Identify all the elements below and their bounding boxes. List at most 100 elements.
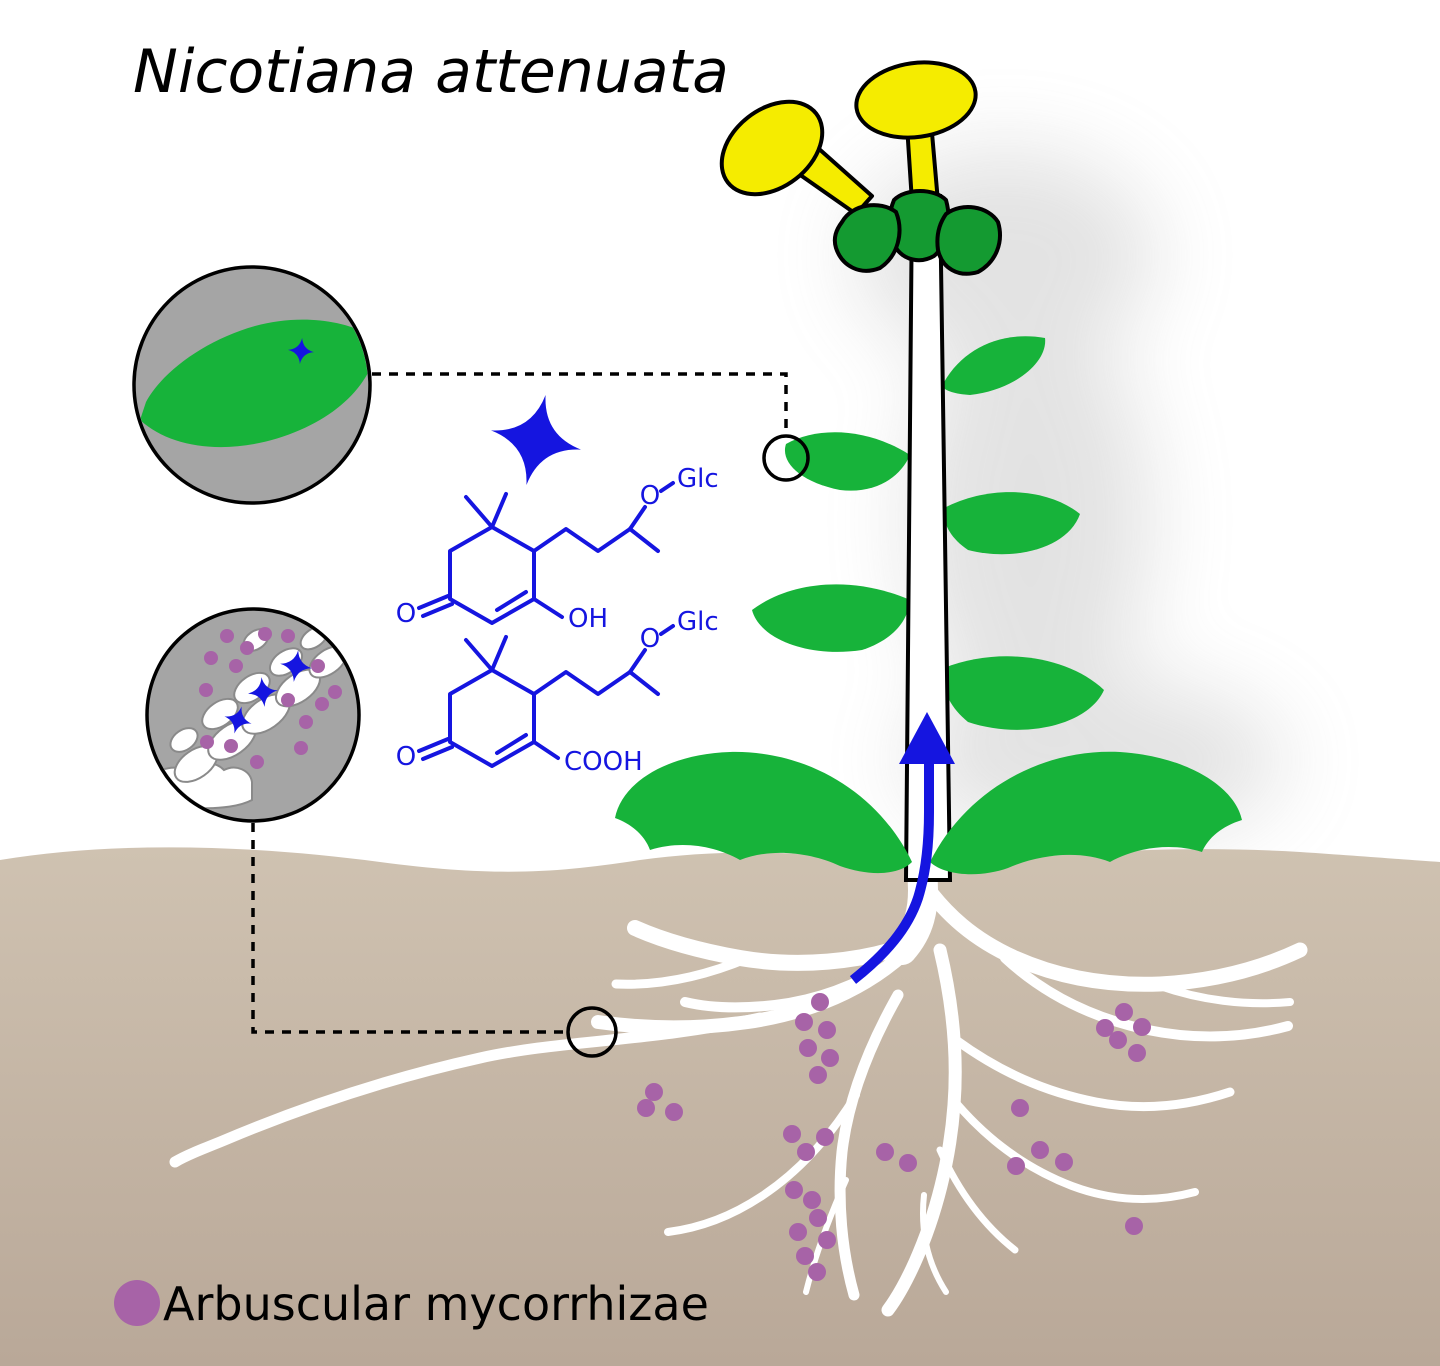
compound-double-bond <box>495 733 528 755</box>
mycorrhizae-dot <box>220 629 234 643</box>
root-branch <box>834 989 904 1301</box>
root-branch <box>1156 982 1294 1008</box>
mycorrhizae-dot <box>328 685 342 699</box>
flowers <box>719 60 978 216</box>
compound-gem-dimethyl <box>464 635 508 672</box>
sepal <box>832 203 902 273</box>
leaf <box>752 584 910 652</box>
leaf-cross-section <box>140 319 368 448</box>
mycorrhizae-dot <box>200 735 214 749</box>
ketone-o-label: O <box>396 742 416 772</box>
compound-glycoside-bond <box>628 505 647 531</box>
substituent-label: OH <box>568 604 608 634</box>
connector-root <box>251 823 566 1034</box>
zoom-marker-root <box>566 1006 618 1058</box>
flower-right <box>854 60 978 204</box>
ketone-o-label: O <box>396 599 416 629</box>
leaf-inset-content <box>140 319 368 448</box>
root-branch <box>912 870 1308 992</box>
connectors <box>251 372 810 1058</box>
compound-side-chain <box>532 670 632 696</box>
mycorrhizae-dot <box>299 715 313 729</box>
mycorrhizae-dot <box>811 993 829 1011</box>
compound-sugar-bond <box>659 624 675 636</box>
mycorrhizae-dot <box>816 1128 834 1146</box>
root-cell <box>169 727 199 753</box>
mycorrhizae-dot <box>789 1223 807 1241</box>
mycorrhizae-dot <box>1133 1018 1151 1036</box>
compound-gem-dimethyl <box>464 492 508 529</box>
leaf-inset <box>132 265 372 505</box>
root-system <box>169 857 1308 1317</box>
mycorrhizae-dot <box>199 683 213 697</box>
mycorrhizae-dot <box>281 693 295 707</box>
mycorrhizae-dots <box>637 993 1151 1281</box>
flower-left <box>719 99 874 216</box>
glycoside-o-label: O <box>640 481 660 511</box>
leaf <box>784 432 910 491</box>
flower-limb <box>719 99 825 197</box>
root-branch <box>611 953 753 989</box>
root-branch <box>680 955 901 1013</box>
root-branch <box>169 1012 766 1168</box>
basal-leaf-left <box>615 751 912 874</box>
mycorrhizae-dot <box>315 697 329 711</box>
mycorrhizae-dot <box>637 1099 655 1117</box>
root-inset-dots <box>199 627 342 769</box>
glycoside-o-label: O <box>640 624 660 654</box>
mycorrhizae-dot <box>808 1263 826 1281</box>
transport-arrow-shaft <box>849 760 934 984</box>
zoom-marker-leaf <box>762 434 810 482</box>
flower-limb <box>854 60 978 140</box>
leaf <box>943 656 1104 730</box>
sugar-label: Glc <box>677 607 719 637</box>
root-taproot <box>881 943 962 1317</box>
mycorrhizae-dot <box>258 627 272 641</box>
compound-1: O O Glc OH <box>396 464 719 634</box>
mycorrhizae-dot <box>818 1021 836 1039</box>
mycorrhizae-dot <box>229 659 243 673</box>
mycorrhizae-dot <box>1109 1031 1127 1049</box>
compound-substituent-bond <box>532 740 560 760</box>
connector-leaf <box>372 372 788 434</box>
leaf <box>943 492 1080 555</box>
metabolite-star-icon <box>481 385 591 495</box>
root-branch <box>948 1094 1199 1203</box>
mycorrhizae-dot <box>240 641 254 655</box>
mycorrhizae-dot <box>1128 1044 1146 1062</box>
figure-title: Nicotiana attenuata <box>133 37 729 107</box>
mycorrhizae-dot <box>803 1191 821 1209</box>
compound-ketone-bond <box>417 594 454 618</box>
basal-leaves <box>615 751 1242 875</box>
compound-double-bond <box>495 590 528 612</box>
sugar-label: Glc <box>677 464 719 494</box>
mycorrhizae-dot <box>821 1049 839 1067</box>
compound-methyl <box>628 670 660 696</box>
compound-ketone-bond <box>417 737 454 761</box>
transport-arrow <box>849 712 955 984</box>
compound-ring <box>448 525 536 625</box>
legend: Arbuscular mycorrhizae <box>114 1277 709 1331</box>
compound-glycoside-bond <box>628 648 647 674</box>
root-branch <box>919 1192 949 1295</box>
mycorrhizae-dot <box>876 1143 894 1161</box>
legend-label: Arbuscular mycorrhizae <box>163 1277 709 1331</box>
sepal <box>935 205 1002 276</box>
mycorrhizae-dot <box>899 1154 917 1172</box>
root-inset <box>145 607 361 823</box>
compound-methyl <box>628 527 660 553</box>
mycorrhizae-dot <box>1125 1217 1143 1235</box>
mycorrhizae-dot <box>795 1013 813 1031</box>
mycorrhizae-dot <box>809 1066 827 1084</box>
root-branch <box>936 1146 1019 1254</box>
mycorrhizae-dot <box>1007 1157 1025 1175</box>
mycorrhizae-dot <box>645 1083 663 1101</box>
mycorrhizae-dot <box>797 1143 815 1161</box>
mycorrhizae-dot <box>294 741 308 755</box>
compound-ring <box>448 668 536 768</box>
root-cell <box>201 697 239 731</box>
leaves <box>752 336 1104 730</box>
compound-substituent-bond <box>532 597 564 619</box>
mycorrhizae-dot <box>665 1103 683 1121</box>
mycorrhizae-dot <box>281 629 295 643</box>
